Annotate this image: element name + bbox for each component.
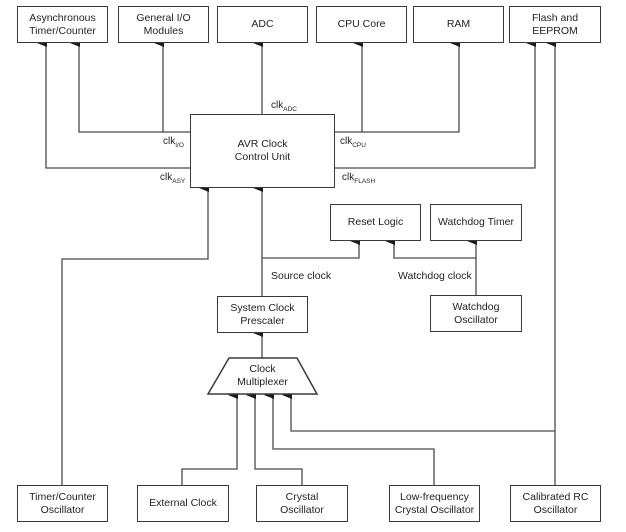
clk-cpu-label: clkCPU <box>340 136 366 149</box>
general-io-modules-label: General I/O Modules <box>136 11 191 37</box>
source-clock-reset-line <box>262 237 360 259</box>
watchdog-oscillator-label: Watchdog Oscillator <box>452 300 500 326</box>
clk-io-base: clk <box>163 136 176 147</box>
cpu-core-box: CPU Core <box>316 6 407 43</box>
ext-clock-line <box>181 391 238 485</box>
low-frequency-crystal-oscillator-box: Low-frequency Crystal Oscillator <box>389 485 480 522</box>
crystal-oscillator-label: Crystal Oscillator <box>280 490 324 516</box>
clk-flash-label: clkFLASH <box>342 172 375 185</box>
calibrated-rc-oscillator-box: Calibrated RC Oscillator <box>510 485 601 522</box>
clk-adc-label: clkADC <box>271 100 297 113</box>
clk-asy-line <box>37 39 190 169</box>
clock-multiplexer-label: Clock Multiplexer <box>237 363 288 388</box>
clk-adc-base: clk <box>271 100 284 111</box>
async-timer-counter-label: Asynchronous Timer/Counter <box>29 11 96 37</box>
system-clock-prescaler-box: System Clock Prescaler <box>217 296 308 333</box>
external-clock-label: External Clock <box>149 497 217 509</box>
system-clock-prescaler-label: System Clock Prescaler <box>230 301 295 327</box>
low-freq-line <box>264 391 435 485</box>
crystal-line <box>246 391 303 485</box>
clk-flash-base: clk <box>342 172 355 183</box>
watchdog-timer-box: Watchdog Timer <box>430 204 522 241</box>
clk-cpu-sub: CPU <box>352 142 366 149</box>
cpu-core-label: CPU Core <box>337 18 386 30</box>
clk-io-label: clkI/O <box>163 136 184 149</box>
clk-asy-sub: ASY <box>172 178 186 185</box>
avr-clock-control-unit-label: AVR Clock Control Unit <box>234 138 291 163</box>
adc-box: ADC <box>217 6 308 43</box>
avr-clock-control-unit-box: AVR Clock Control Unit <box>190 114 335 188</box>
clk-cpu-base: clk <box>340 136 353 147</box>
clk-flash-sub: FLASH <box>354 178 376 185</box>
calibrated-rc-oscillator-label: Calibrated RC Oscillator <box>522 490 589 516</box>
rc-to-mux-line <box>282 391 555 432</box>
reset-logic-box: Reset Logic <box>330 204 421 241</box>
clk-asy-base: clk <box>160 172 173 183</box>
crystal-oscillator-box: Crystal Oscillator <box>256 485 348 522</box>
clk-asy-label: clkASY <box>160 172 185 185</box>
watchdog-timer-label: Watchdog Timer <box>437 216 515 228</box>
timer-counter-oscillator-label: Timer/Counter Oscillator <box>29 490 96 516</box>
watchdog-clock-label: Watchdog clock <box>398 270 472 282</box>
clk-adc-sub: ADC <box>283 106 297 113</box>
flash-eeprom-label: Flash and EEPROM <box>531 11 579 37</box>
adc-label: ADC <box>251 18 274 30</box>
watchdog-oscillator-box: Watchdog Oscillator <box>430 295 522 332</box>
clk-flash-line <box>334 39 536 169</box>
clk-cpu-line-ram <box>334 39 460 133</box>
flash-eeprom-box: Flash and EEPROM <box>509 6 601 43</box>
wd-clock-reset-line <box>385 237 476 259</box>
tc-osc-line <box>61 184 209 485</box>
source-clock-label: Source clock <box>271 270 332 282</box>
async-timer-counter-box: Asynchronous Timer/Counter <box>17 6 108 43</box>
ram-label: RAM <box>446 18 471 30</box>
clock-multiplexer-shape <box>206 357 319 395</box>
general-io-modules-box: General I/O Modules <box>118 6 209 43</box>
reset-logic-label: Reset Logic <box>347 216 404 228</box>
timer-counter-oscillator-box: Timer/Counter Oscillator <box>17 485 108 522</box>
ram-box: RAM <box>413 6 504 43</box>
low-frequency-crystal-oscillator-label: Low-frequency Crystal Oscillator <box>394 490 475 516</box>
clk-io-sub: I/O <box>175 142 184 149</box>
clk-io-line-async <box>70 39 190 133</box>
external-clock-box: External Clock <box>137 485 229 522</box>
